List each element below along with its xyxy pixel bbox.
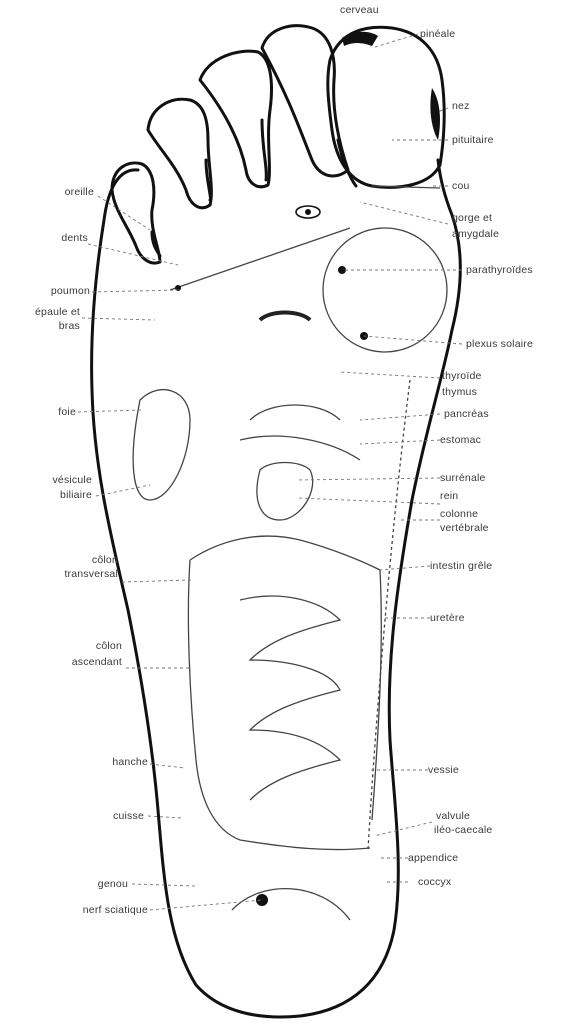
sole-outline — [92, 160, 461, 1017]
label-hanche: hanche — [0, 756, 148, 768]
label-appendice: appendice — [408, 852, 458, 864]
label-thyroide: thyroïde — [442, 370, 482, 382]
label-dents: dents — [14, 232, 88, 244]
label-genou: genou — [0, 878, 128, 890]
label-gorge-1: gorge et — [452, 212, 492, 224]
kidney-zone — [257, 463, 313, 521]
label-pancreas: pancréas — [444, 408, 489, 420]
label-rein: rein — [440, 490, 458, 502]
parathyroid-dot — [338, 266, 346, 274]
label-vesicule-2: biliaire — [0, 489, 92, 501]
label-oreille: oreille — [20, 186, 94, 198]
label-gorge-2: amygdale — [452, 228, 499, 240]
label-coccyx: coccyx — [418, 876, 451, 888]
shoulder-line — [170, 228, 350, 290]
label-vesicule-1: vésicule — [0, 474, 92, 486]
liver-zone — [133, 390, 190, 500]
label-pituitaire: pituitaire — [452, 134, 494, 146]
label-epaule-2: bras — [0, 320, 80, 332]
label-colon-transversal-1: côlon — [0, 554, 118, 566]
small-intestine — [240, 596, 340, 800]
label-poumon: poumon — [14, 285, 90, 297]
label-thymus: thymus — [442, 386, 477, 398]
label-nerf-sciatique: nerf sciatique — [0, 904, 148, 916]
label-colon-ascendant-1: côlon — [0, 640, 122, 652]
label-intestin-grele: intestin grêle — [430, 560, 492, 572]
throat-eye-center — [305, 209, 311, 215]
descending-colon — [372, 570, 381, 820]
label-valvule-1: valvule — [436, 810, 470, 822]
label-colonne-1: colonne — [440, 508, 478, 520]
label-cou: cou — [452, 180, 470, 192]
fourth-toe-outline — [148, 99, 211, 207]
label-plexus-solaire: plexus solaire — [466, 338, 533, 350]
label-cuisse: cuisse — [0, 810, 144, 822]
nose-spot — [430, 88, 440, 140]
label-colon-transversal-2: transversal — [0, 568, 118, 580]
label-colon-ascendant-2: ascendant — [0, 656, 122, 668]
label-uretere: uretère — [430, 612, 465, 624]
heel-arc — [232, 889, 350, 920]
brain-spot — [342, 32, 378, 46]
label-foie: foie — [0, 406, 76, 418]
label-vessie: vessie — [428, 764, 459, 776]
ascending-colon — [188, 560, 240, 840]
label-pineale: pinéale — [420, 28, 455, 40]
label-valvule-2: iléo-caecale — [434, 824, 492, 836]
label-epaule-1: épaule et — [0, 306, 80, 318]
label-parathyroides: parathyroïdes — [466, 264, 533, 276]
plexus-zone — [323, 228, 447, 352]
label-estomac: estomac — [440, 434, 481, 446]
label-cerveau: cerveau — [340, 4, 379, 16]
label-nez: nez — [452, 100, 470, 112]
label-colonne-2: vertébrale — [440, 522, 489, 534]
transverse-colon — [190, 536, 380, 570]
label-surrenale: surrénale — [440, 472, 486, 484]
